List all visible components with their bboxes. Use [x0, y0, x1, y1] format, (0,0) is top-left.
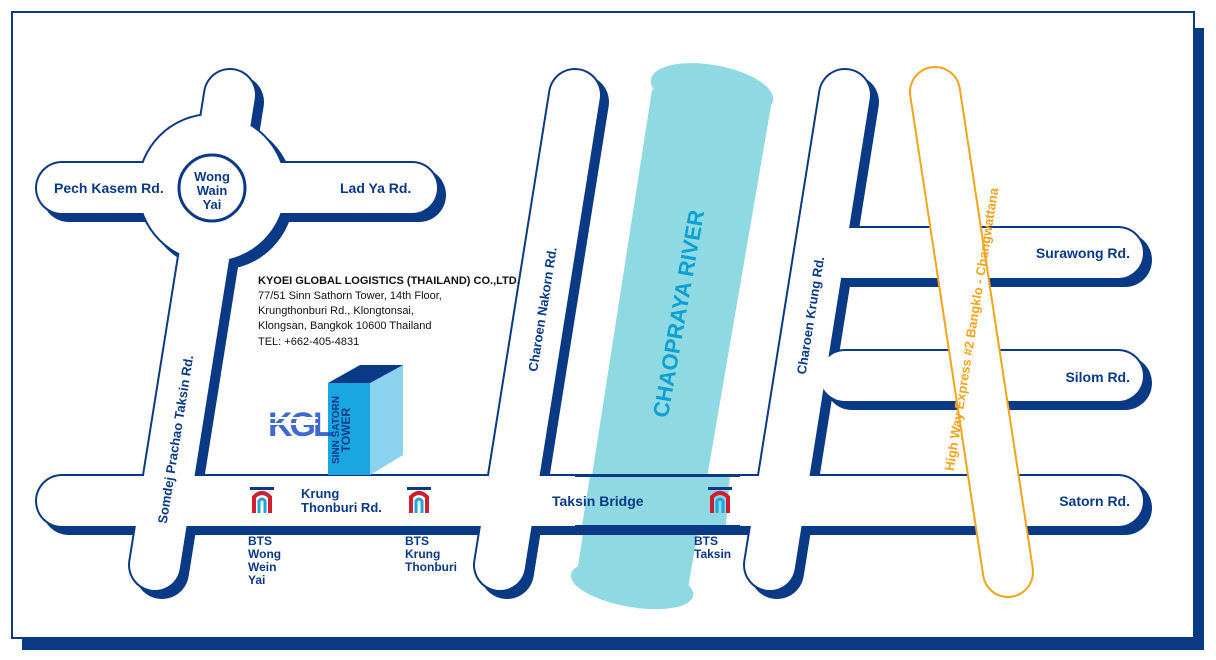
address-line-2: Krungthonburi Rd., Klongtonsai,: [258, 305, 414, 317]
chaopraya-river: [570, 63, 774, 610]
address-line-3: Klongsan, Bangkok 10600 Thailand: [258, 320, 432, 332]
label-satorn-rd: Satorn Rd.: [1059, 493, 1130, 509]
label-tower-2: TOWER: [339, 407, 353, 452]
bts-wong-wein-yai-1: BTS: [248, 534, 272, 548]
roundabout-center: [177, 153, 247, 223]
bts-krung-thonburi-1: BTS: [405, 534, 429, 548]
label-roundabout-2: Wain: [197, 183, 228, 198]
bts-wong-wein-yai-3: Wein: [248, 560, 276, 574]
bts-wong-wein-yai-4: Yai: [248, 573, 265, 587]
label-krung-thonburi-2: Thonburi Rd.: [301, 500, 382, 515]
river-under-bridge: [582, 476, 730, 526]
bts-icon-wong-wein-yai: [250, 487, 274, 513]
bts-krung-thonburi-2: Krung: [405, 547, 440, 561]
label-roundabout-1: Wong: [194, 169, 230, 184]
kgl-logo-icon: KGL: [266, 406, 336, 444]
bts-icon-krung-thonburi: [407, 487, 431, 513]
highway-express: [909, 66, 1034, 598]
bts-taksin-1: BTS: [694, 534, 718, 548]
company-name: KYOEI GLOBAL LOGISTICS (THAILAND) CO.,LT…: [258, 275, 520, 287]
label-krung-thonburi-1: Krung: [301, 486, 339, 501]
label-tower-1: SINN SATORN: [331, 396, 342, 464]
bts-icon-taksin: [708, 487, 732, 513]
label-pech-kasem-rd: Pech Kasem Rd.: [54, 180, 164, 196]
address-line-1: 77/51 Sinn Sathorn Tower, 14th Floor,: [258, 290, 442, 302]
bts-wong-wein-yai-2: Wong: [248, 547, 281, 561]
label-silom-rd: Silom Rd.: [1065, 369, 1130, 385]
bts-krung-thonburi-3: Thonburi: [405, 560, 457, 574]
label-taksin-bridge: Taksin Bridge: [552, 493, 644, 509]
label-surawong-rd: Surawong Rd.: [1036, 245, 1130, 261]
sinn-sathorn-tower: [328, 365, 403, 475]
label-roundabout-3: Yai: [203, 197, 222, 212]
bts-taksin-2: Taksin: [694, 547, 731, 561]
label-lad-ya-rd: Lad Ya Rd.: [340, 180, 411, 196]
address-phone: TEL: +662-405-4831: [258, 336, 359, 348]
